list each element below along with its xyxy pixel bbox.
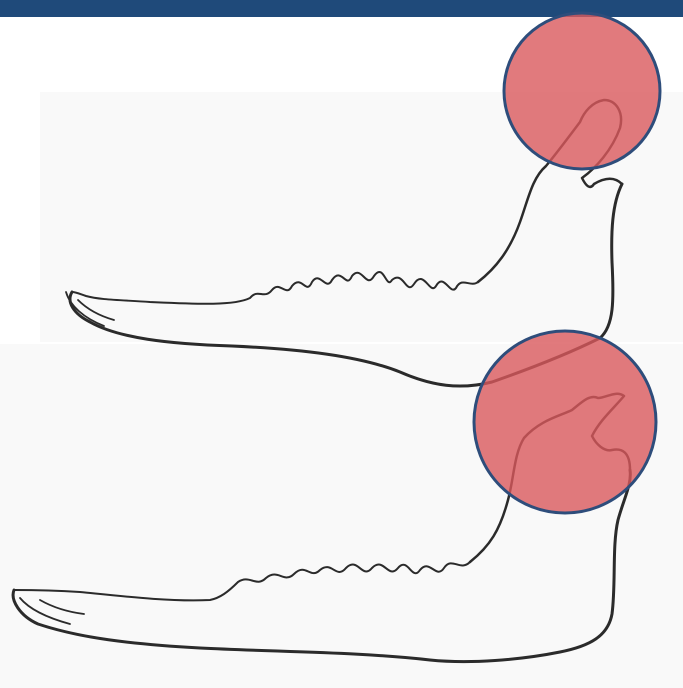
- condyle-highlight-upper: [504, 13, 660, 169]
- condyle-highlight-lower: [474, 331, 656, 513]
